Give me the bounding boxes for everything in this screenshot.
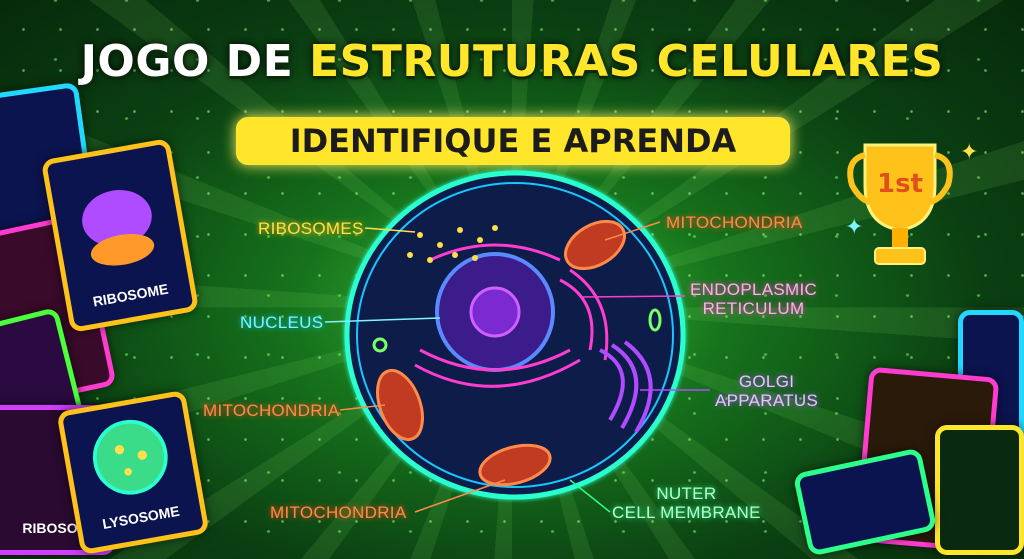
- endoplasmic-reticulum: [414, 243, 609, 388]
- mitochondrion-right: [564, 219, 626, 271]
- ribosome-dots: [407, 225, 498, 263]
- label-mitochondria-right: MITOCHONDRIA: [666, 213, 803, 232]
- label-line: CELL MEMBRANE: [612, 503, 761, 522]
- sparkle-icon: ✦: [845, 215, 864, 240]
- lysosome-icon: [92, 419, 168, 495]
- card-lysosome[interactable]: LYSOSOME: [56, 389, 210, 556]
- label-nucleus: NUCLEUS: [240, 313, 324, 332]
- subtitle-banner: IDENTIFIQUE E APRENDA: [236, 117, 790, 165]
- label-line: NUTER: [656, 484, 717, 503]
- label-ribosomes: RIBOSOMES: [258, 219, 364, 238]
- mitochondrion-left: [376, 368, 424, 442]
- label-mitochondria-left: MITOCHONDRIA: [203, 401, 340, 420]
- mitochondrion-bottom: [478, 443, 552, 487]
- card-microtubule[interactable]: [935, 425, 1024, 555]
- title-part2: ESTRUTURAS CELULARES: [309, 36, 944, 87]
- trophy-icon: 1st: [847, 143, 953, 265]
- card-ribosome[interactable]: RIBOSOME: [40, 138, 200, 333]
- golgi-apparatus: [599, 340, 653, 434]
- label-line: RETICULUM: [702, 299, 805, 318]
- sparkle-icon: ✦: [960, 140, 979, 165]
- label-mitochondria-bottom: MITOCHONDRIA: [270, 503, 407, 522]
- card-label: RIBOSO: [22, 520, 78, 536]
- title-part1: JOGO DE: [80, 36, 294, 87]
- label-line: APPARATUS: [715, 391, 819, 410]
- leader-lines: [324, 221, 710, 513]
- ribosome-icon: [82, 190, 155, 266]
- label-line: ENDOPLASMIC: [690, 280, 818, 299]
- label-line: GOLGI: [738, 372, 795, 391]
- trophy-text: 1st: [877, 169, 923, 199]
- game-title: JOGO DE ESTRUTURAS CELULARES: [0, 36, 1024, 87]
